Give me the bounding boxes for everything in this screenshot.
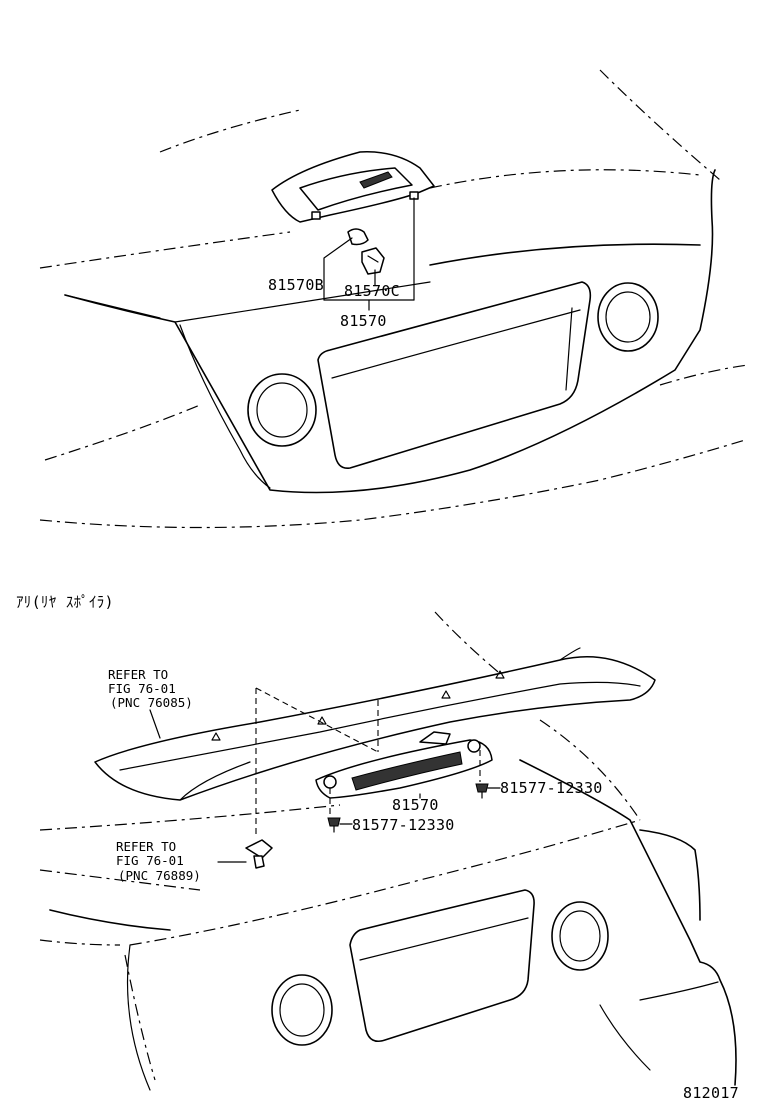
label-81570b: 81570B <box>268 276 324 294</box>
clip-76889 <box>245 839 273 869</box>
stop-lamp-top <box>271 151 435 223</box>
bottom-leaders <box>149 709 501 863</box>
install-dash-lines <box>255 687 481 835</box>
screw-right <box>475 783 489 799</box>
label-screw-left: 81577-12330 <box>352 816 455 834</box>
refer-a-line1: REFER TO <box>108 667 168 682</box>
refer-a-line3: (PNC 76085) <box>110 695 193 710</box>
label-81570-top: 81570 <box>340 312 387 330</box>
figure-code: 812017 <box>683 1084 739 1102</box>
bottom-car-body <box>39 611 737 1091</box>
label-screw-right: 81577-12330 <box>500 779 603 797</box>
label-81570-bottom: 81570 <box>392 796 439 814</box>
refer-b-line2: FIG 76-01 <box>116 853 184 868</box>
top-car-body <box>39 69 749 529</box>
stop-lamp-spoiler <box>315 731 493 799</box>
refer-b-line1: REFER TO <box>116 839 176 854</box>
refer-a-line2: FIG 76-01 <box>108 681 176 696</box>
label-81570c: 81570C <box>344 282 400 300</box>
refer-b-line3: (PNC 76889) <box>118 868 201 883</box>
section-title-rear-spoiler: ｱﾘ(ﾘﾔ ｽﾎﾟｲﾗ) <box>16 593 114 611</box>
screw-left <box>327 817 341 833</box>
bulb-81570c <box>361 247 385 275</box>
top-leaders <box>323 197 415 311</box>
socket-81570b <box>347 228 369 246</box>
rear-spoiler <box>94 647 656 801</box>
